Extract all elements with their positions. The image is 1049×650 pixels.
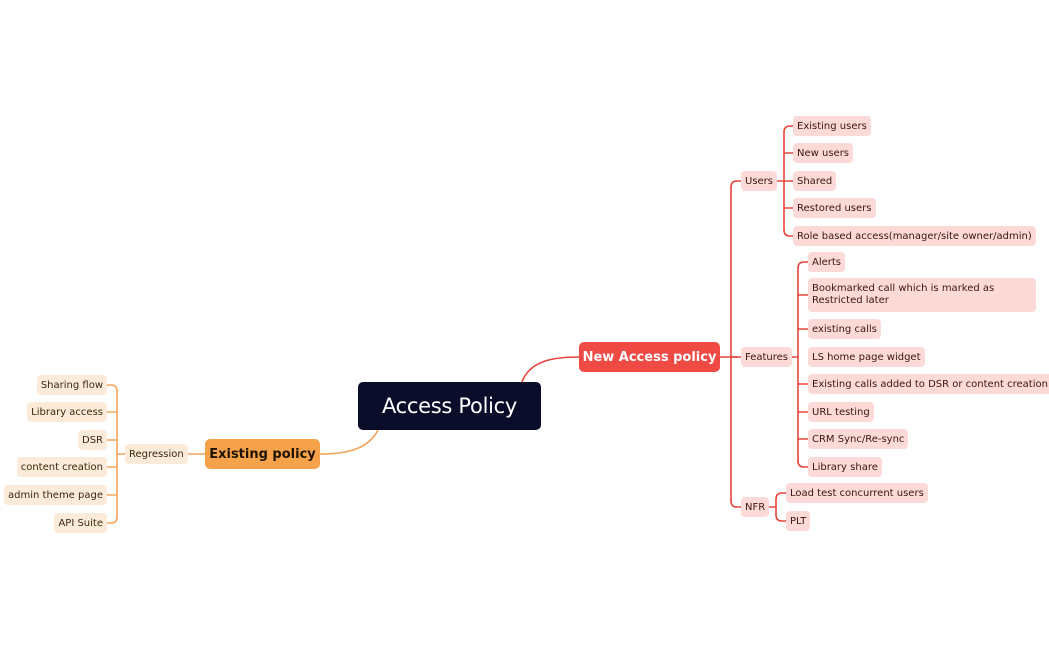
topic-sharing-flow[interactable]: Sharing flow — [36, 375, 107, 395]
topic-library-access[interactable]: Library access — [27, 402, 107, 422]
topic-nfr[interactable]: NFR — [741, 497, 770, 517]
topic-existing-policy[interactable]: Existing policy — [205, 439, 320, 469]
root-topic[interactable]: Access Policy — [358, 382, 541, 430]
topic-new-users[interactable]: New users — [793, 143, 854, 163]
topic-alerts[interactable]: Alerts — [808, 252, 846, 272]
topic-admin-theme-page[interactable]: admin theme page — [4, 485, 107, 505]
topic-plt[interactable]: PLT — [786, 511, 811, 531]
topic-features[interactable]: Features — [741, 347, 792, 367]
topic-shared[interactable]: Shared — [793, 171, 837, 191]
topic-dsr[interactable]: DSR — [78, 430, 107, 450]
topic-library-share[interactable]: Library share — [808, 457, 882, 477]
topic-restored-users[interactable]: Restored users — [793, 198, 876, 218]
topic-existing-calls-dsr[interactable]: Existing calls added to DSR or content c… — [808, 374, 1049, 394]
topic-api-suite[interactable]: API Suite — [54, 513, 107, 533]
topic-existing-calls[interactable]: existing calls — [808, 319, 881, 339]
topic-regression[interactable]: Regression — [125, 444, 188, 464]
topic-role-based-access[interactable]: Role based access(manager/site owner/adm… — [793, 226, 1036, 246]
topic-url-testing[interactable]: URL testing — [808, 402, 874, 422]
topic-new-access-policy[interactable]: New Access policy — [579, 342, 720, 372]
topic-content-creation[interactable]: content creation — [16, 457, 107, 477]
topic-ls-home-page-widget[interactable]: LS home page widget — [808, 347, 925, 367]
topic-users[interactable]: Users — [741, 171, 778, 191]
topic-crm-sync[interactable]: CRM Sync/Re-sync — [808, 429, 909, 449]
topic-bookmarked-call[interactable]: Bookmarked call which is marked as Restr… — [808, 278, 1036, 312]
topic-existing-users[interactable]: Existing users — [793, 116, 871, 136]
topic-load-test[interactable]: Load test concurrent users — [786, 483, 928, 503]
